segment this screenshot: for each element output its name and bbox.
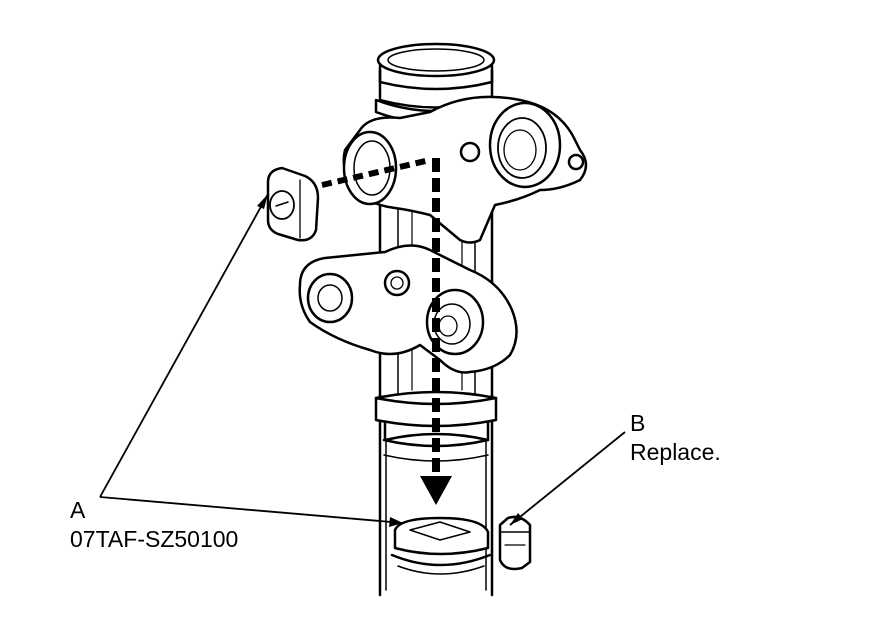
leader-lines [99, 193, 626, 526]
insertion-path [321, 157, 440, 480]
label-b-note: Replace. [630, 439, 721, 465]
leader-arrowhead-a-retainer [389, 517, 403, 527]
label-b-letter: B [630, 410, 646, 436]
side-plug-b [498, 515, 532, 571]
special-tool-a [266, 166, 320, 242]
label-a-letter: A [70, 497, 86, 523]
leader-arrowhead-b [510, 513, 523, 525]
mounting-bracket [298, 244, 518, 374]
leader-arrowhead-a-tool [257, 194, 268, 209]
lower-retainer [390, 516, 492, 575]
label-a-part-number: 07TAF-SZ50100 [70, 526, 239, 552]
insertion-arrow [420, 476, 452, 505]
valve-body [342, 95, 588, 244]
